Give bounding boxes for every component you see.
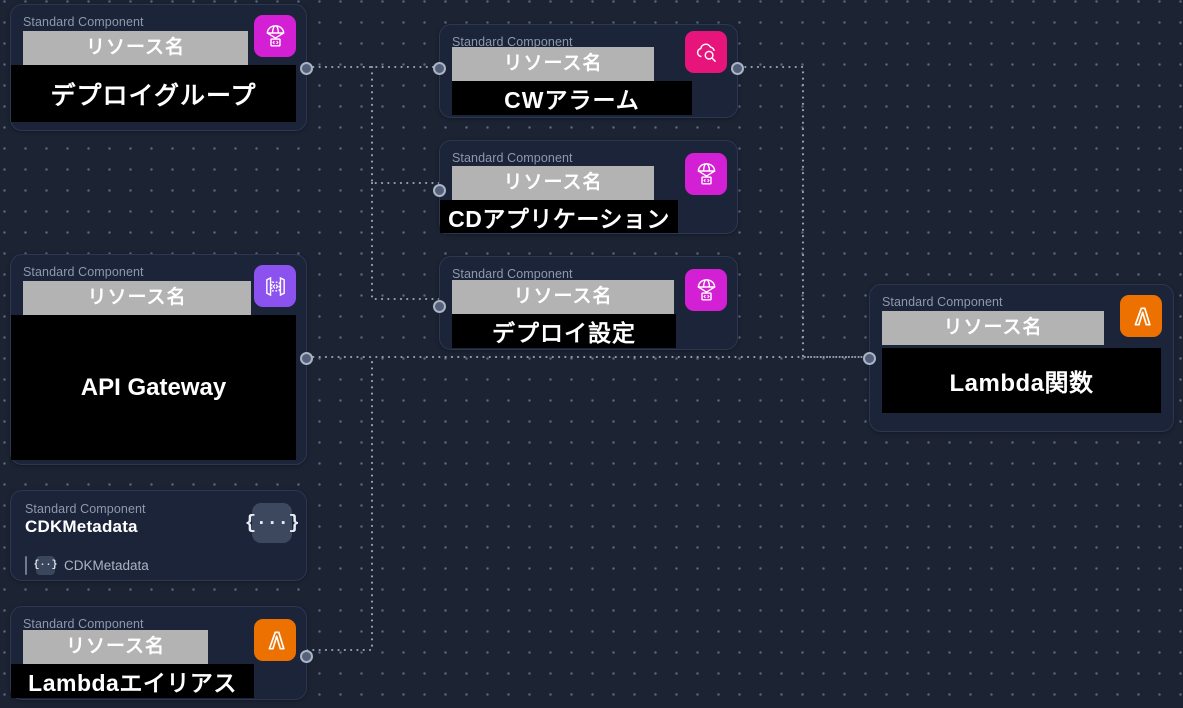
cdk-metadata-sub-item[interactable]: {··} CDKMetadata — [25, 556, 292, 575]
node-body: Standard Component リソース名 CWアラーム — [440, 25, 737, 117]
cdk-metadata-sub-label: CDKMetadata — [64, 558, 149, 573]
node-body: Standard Component リソース名 CDアプリケーション — [440, 141, 737, 233]
port-deploy-group-right[interactable] — [300, 62, 313, 75]
json-braces-icon: {···} — [245, 503, 300, 543]
node-header-label: Standard Component — [25, 502, 146, 516]
node-title-plate: Lambdaエイリアス — [11, 664, 254, 698]
node-cd-application[interactable]: Standard Component リソース名 CDアプリケーション — [433, 140, 738, 234]
codedeploy-icon — [685, 269, 727, 311]
edge-deploygroup-deployconfig — [370, 181, 441, 301]
port-cw-alarm-right[interactable] — [731, 62, 744, 75]
port-lambda-function-left[interactable] — [863, 352, 876, 365]
edge-deploygroup-cdapplication — [370, 65, 441, 185]
resource-name-plate: リソース名 — [452, 47, 654, 81]
api-gateway-icon — [254, 265, 296, 307]
node-header-label: Standard Component — [23, 15, 144, 29]
node-lambda-alias[interactable]: Standard Component リソース名 Lambdaエイリアス — [10, 606, 313, 700]
lambda-icon — [1120, 295, 1162, 337]
node-header-label: Standard Component — [882, 295, 1003, 309]
codedeploy-icon — [685, 153, 727, 195]
node-header-label: Standard Component — [23, 265, 144, 279]
node-body: Standard Component リソース名 Lambdaエイリアス — [11, 607, 306, 699]
resource-name-plate: リソース名 — [882, 311, 1104, 345]
node-header-label: Standard Component — [452, 267, 573, 281]
node-title-plate: CWアラーム — [452, 81, 692, 115]
node-header-label: Standard Component — [452, 35, 573, 49]
node-title-plate: API Gateway — [11, 315, 296, 460]
edge-lambdaalias-apigatewayline — [305, 355, 374, 652]
edge-cwalarm-lambdafunction — [737, 65, 871, 359]
resource-name-plate: リソース名 — [23, 31, 248, 65]
node-lambda-function[interactable]: Standard Component リソース名 Lambda関数 — [863, 284, 1174, 432]
node-header-label: Standard Component — [452, 151, 573, 165]
resource-name-plate: リソース名 — [452, 280, 674, 314]
node-body: Standard Component リソース名 API Gateway — [11, 255, 306, 464]
resource-name-plate: リソース名 — [23, 281, 251, 315]
node-title-plate: デプロイグループ — [11, 65, 296, 122]
node-title-plate: デプロイ設定 — [452, 314, 676, 348]
node-body: Standard Component CDKMetadata {··} CDKM… — [11, 491, 306, 580]
tree-line — [25, 556, 27, 575]
port-cd-application-left[interactable] — [433, 184, 446, 197]
port-lambda-alias-right[interactable] — [300, 650, 313, 663]
json-braces-icon: {··} — [34, 556, 58, 575]
port-api-gateway-right[interactable] — [300, 352, 313, 365]
node-title-plate: CDアプリケーション — [440, 200, 678, 233]
node-cw-alarm[interactable]: Standard Component リソース名 CWアラーム — [433, 24, 744, 118]
node-api-gateway[interactable]: Standard Component リソース名 API Gateway — [10, 254, 313, 465]
codedeploy-icon — [254, 15, 296, 57]
node-title-plate: Lambda関数 — [882, 348, 1161, 413]
resource-name-plate: リソース名 — [452, 166, 654, 200]
node-header-label: Standard Component — [23, 617, 144, 631]
node-deploy-group[interactable]: Standard Component リソース名 デプロイグループ — [10, 4, 313, 131]
node-cdk-metadata[interactable]: Standard Component CDKMetadata {··} CDKM… — [10, 490, 307, 581]
node-body: Standard Component リソース名 デプロイグループ — [11, 5, 306, 130]
port-cw-alarm-left[interactable] — [433, 62, 446, 75]
node-body: Standard Component リソース名 Lambda関数 — [870, 285, 1173, 431]
port-deploy-config-left[interactable] — [433, 300, 446, 313]
lambda-icon — [254, 619, 296, 661]
node-title: CDKMetadata — [25, 517, 138, 536]
node-deploy-config[interactable]: Standard Component リソース名 デプロイ設定 — [433, 256, 738, 350]
node-body: Standard Component リソース名 デプロイ設定 — [440, 257, 737, 349]
cloudwatch-alarm-icon — [685, 31, 727, 73]
resource-name-plate: リソース名 — [23, 630, 208, 664]
